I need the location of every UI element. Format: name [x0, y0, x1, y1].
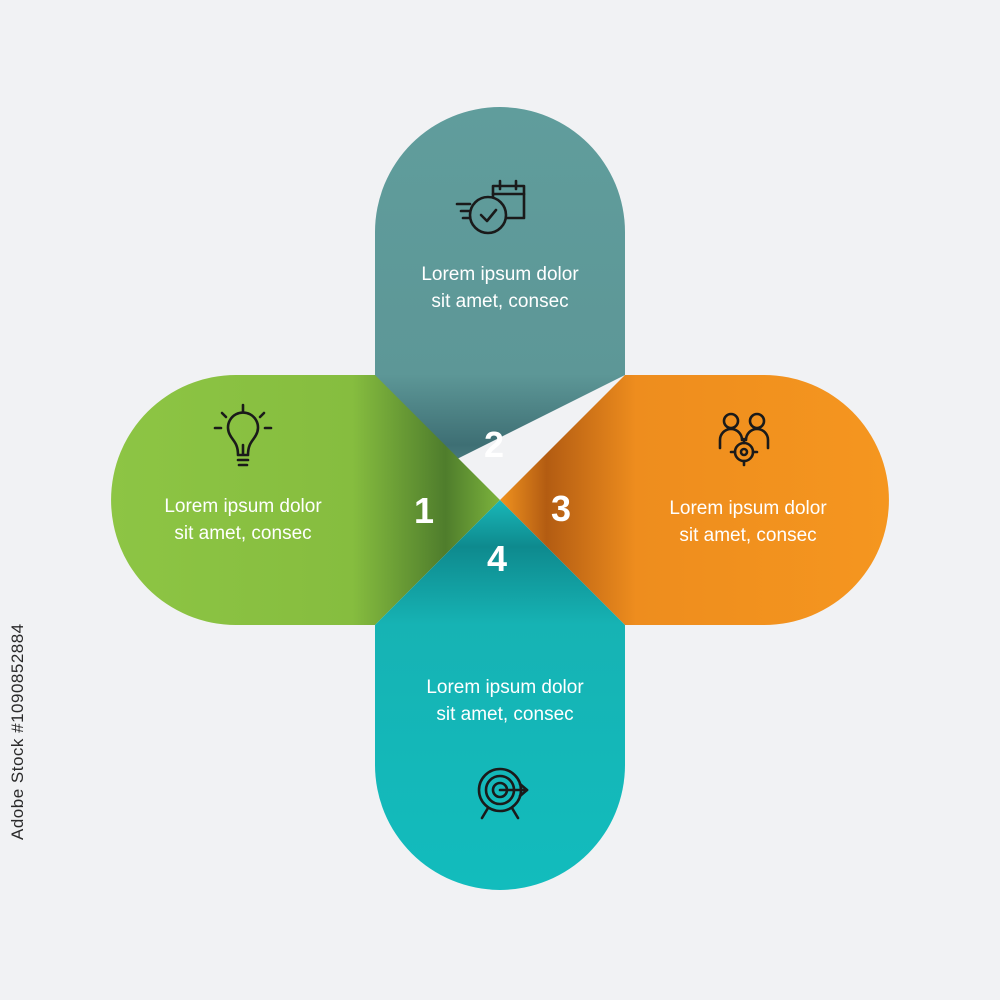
- fast-schedule-icon: [455, 179, 526, 235]
- segment-number-2: 2: [483, 424, 505, 465]
- segment-1-text-line-1: Lorem ipsum dolor: [164, 496, 322, 517]
- segment-2-top-arm: [375, 107, 625, 501]
- segment-4-text-line-2: sit amet, consec: [436, 704, 574, 725]
- stock-image-id: Adobe Stock #1090852884: [8, 623, 28, 840]
- lightbulb-icon: [213, 403, 273, 467]
- segment-4-bottom-arm: [375, 500, 625, 890]
- segment-4-text-line-1: Lorem ipsum dolor: [426, 677, 584, 698]
- segment-number-1: 1: [413, 490, 435, 531]
- segment-1-text: Lorem ipsum dolor sit amet, consec: [125, 493, 361, 547]
- stock-number: #1090852884: [8, 623, 27, 733]
- stock-brand: Adobe Stock: [8, 738, 27, 840]
- segment-2-text-line-2: sit amet, consec: [431, 291, 569, 312]
- target-icon: [477, 767, 529, 820]
- segment-2-text: Lorem ipsum dolor sit amet, consec: [380, 261, 620, 315]
- segment-1-left-arm: [111, 375, 501, 625]
- teamwork-gear-icon: [718, 412, 770, 467]
- segment-3-text: Lorem ipsum dolor sit amet, consec: [630, 495, 866, 549]
- segment-4-text: Lorem ipsum dolor sit amet, consec: [385, 674, 625, 728]
- segment-number-4: 4: [486, 538, 508, 579]
- segment-3-text-line-2: sit amet, consec: [679, 525, 817, 546]
- segment-1-text-line-2: sit amet, consec: [174, 523, 312, 544]
- segment-3-text-line-1: Lorem ipsum dolor: [669, 498, 827, 519]
- segment-3-right-arm: [500, 375, 889, 625]
- segment-number-3: 3: [550, 488, 572, 529]
- segment-2-text-line-1: Lorem ipsum dolor: [421, 264, 579, 285]
